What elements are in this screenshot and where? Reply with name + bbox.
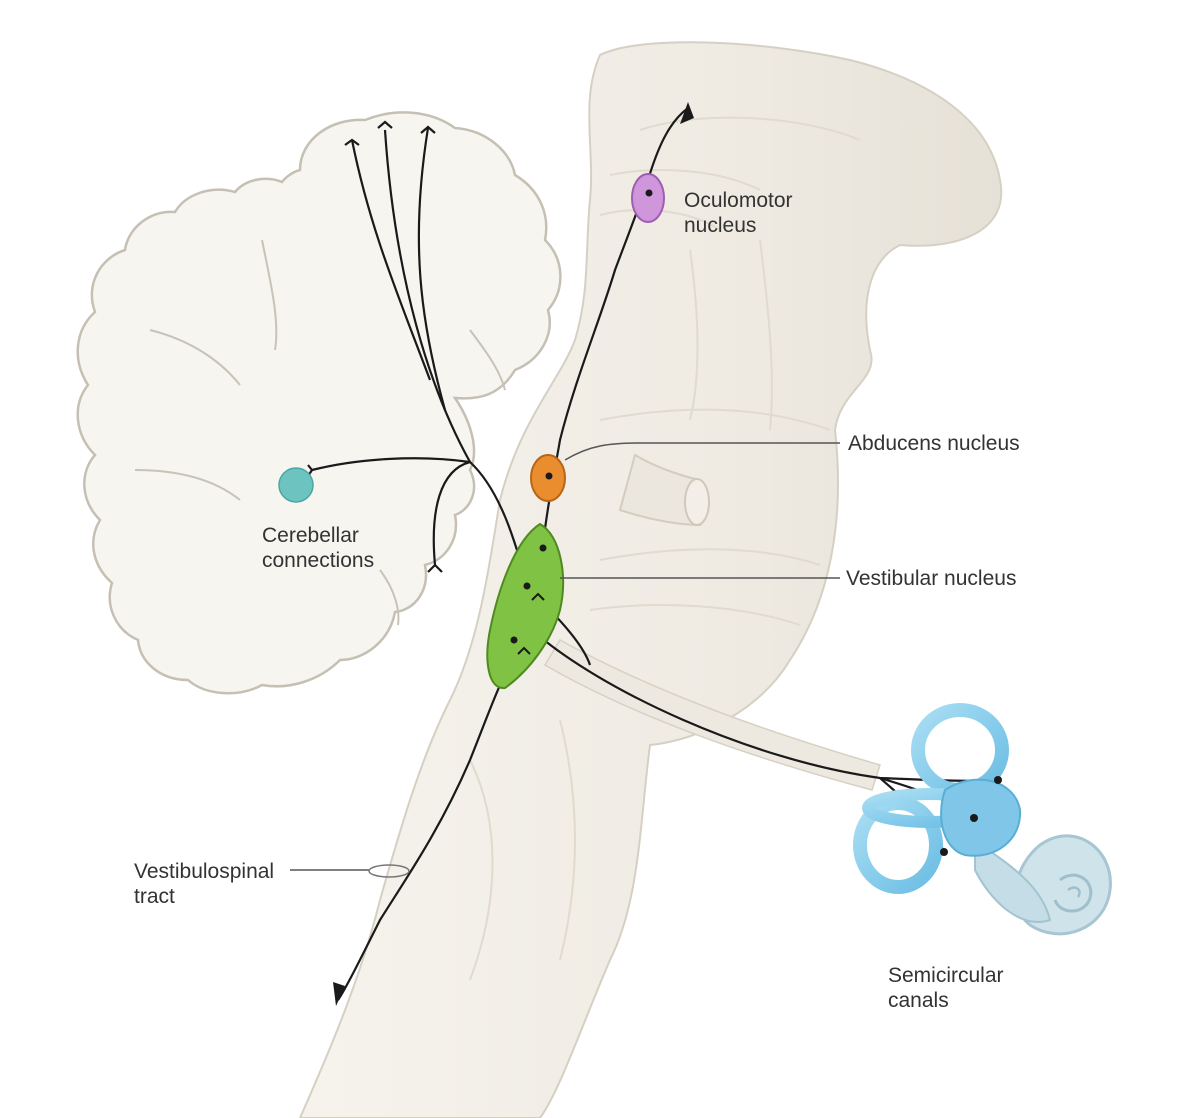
cerebellum	[76, 111, 562, 695]
arrowheads	[333, 102, 694, 1006]
label-vestibular-nucleus: Vestibular nucleus	[846, 567, 1017, 590]
arrow-down	[333, 982, 345, 1006]
abducens-nucleus-shape	[530, 454, 566, 502]
label-oculomotor-nucleus: Oculomotor nucleus	[684, 189, 793, 237]
cerebellum-fissures	[134, 239, 506, 626]
oculomotor-nucleus-shape	[631, 173, 665, 223]
label-semicircular-canals: Semicircular canals	[888, 964, 1004, 1012]
vestibular-nerve-bundle	[543, 638, 881, 791]
leader-lines	[290, 442, 840, 878]
label-abducens-nucleus: Abducens nucleus	[848, 432, 1020, 455]
brainstem	[298, 41, 1003, 1118]
label-vestibulospinal-tract: Vestibulospinal tract	[134, 860, 275, 908]
nerve-stump	[618, 453, 710, 527]
label-cerebellar-connections: Cerebellar connections	[262, 524, 375, 572]
canal-fibers	[531, 629, 999, 782]
arrow-up	[680, 102, 694, 124]
inner-ear	[853, 703, 1112, 936]
brainstem-surface-lines	[469, 116, 861, 981]
vestibulospinal-pathway	[337, 644, 521, 1001]
cerebellar-connection-node	[278, 467, 314, 503]
vestibular-nucleus-shape	[486, 522, 564, 690]
